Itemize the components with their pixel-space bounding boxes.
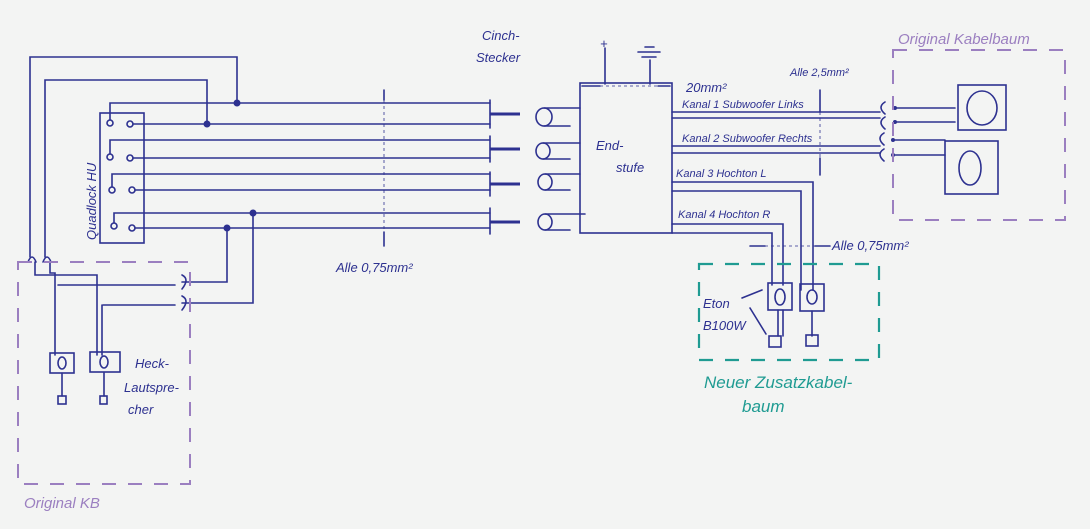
kanal1-label: Kanal 1 Subwoofer Links xyxy=(682,99,804,111)
eton-label: Eton xyxy=(703,296,730,311)
alle-05-label: Alle 0,75mm² xyxy=(335,260,413,275)
original-kb-label: Original KB xyxy=(24,495,100,512)
cinch-plugs xyxy=(383,89,520,247)
amp-label: stufe xyxy=(616,160,644,175)
original-kabelbaum-boundary xyxy=(892,49,1066,221)
quadlock-label: Quadlock HU xyxy=(84,162,99,240)
rear-speakers xyxy=(49,351,121,405)
eton-label: B100W xyxy=(703,318,747,333)
neuer-label: baum xyxy=(742,397,785,416)
original-kb-boundary xyxy=(17,261,191,485)
power-ground-wires xyxy=(604,46,661,85)
kanal2-label: Kanal 2 Subwoofer Rechts xyxy=(682,133,813,145)
amp-outputs xyxy=(671,89,956,291)
head-unit-speaker-wires xyxy=(27,56,257,356)
power-cable-label: 20mm² xyxy=(685,80,727,95)
alle-25-label: Alle 2,5mm² xyxy=(789,67,849,79)
cinch-label: Stecker xyxy=(476,50,521,65)
heck-label: Lautspre- xyxy=(124,380,180,395)
subwoofers xyxy=(944,84,1007,195)
neuer-label: Neuer Zusatzkabel- xyxy=(704,373,853,392)
tweeters xyxy=(741,282,825,348)
amplifier xyxy=(579,82,673,234)
plus-label: + xyxy=(600,36,608,51)
neuer-zusatzkabelbaum-boundary xyxy=(697,262,881,362)
kanal3-label: Kanal 3 Hochton L xyxy=(676,168,767,180)
kanal4-label: Kanal 4 Hochton R xyxy=(678,209,770,221)
heck-label: cher xyxy=(128,402,154,417)
amp-label: End- xyxy=(596,138,624,153)
cinch-label: Cinch- xyxy=(482,28,520,43)
alle-075-label: Alle 0,75mm² xyxy=(831,238,909,253)
rca-inputs xyxy=(535,107,586,231)
original-kabelbaum-label: Original Kabelbaum xyxy=(898,31,1030,48)
quadlock-connector xyxy=(99,102,491,244)
heck-label: Heck- xyxy=(135,356,170,371)
